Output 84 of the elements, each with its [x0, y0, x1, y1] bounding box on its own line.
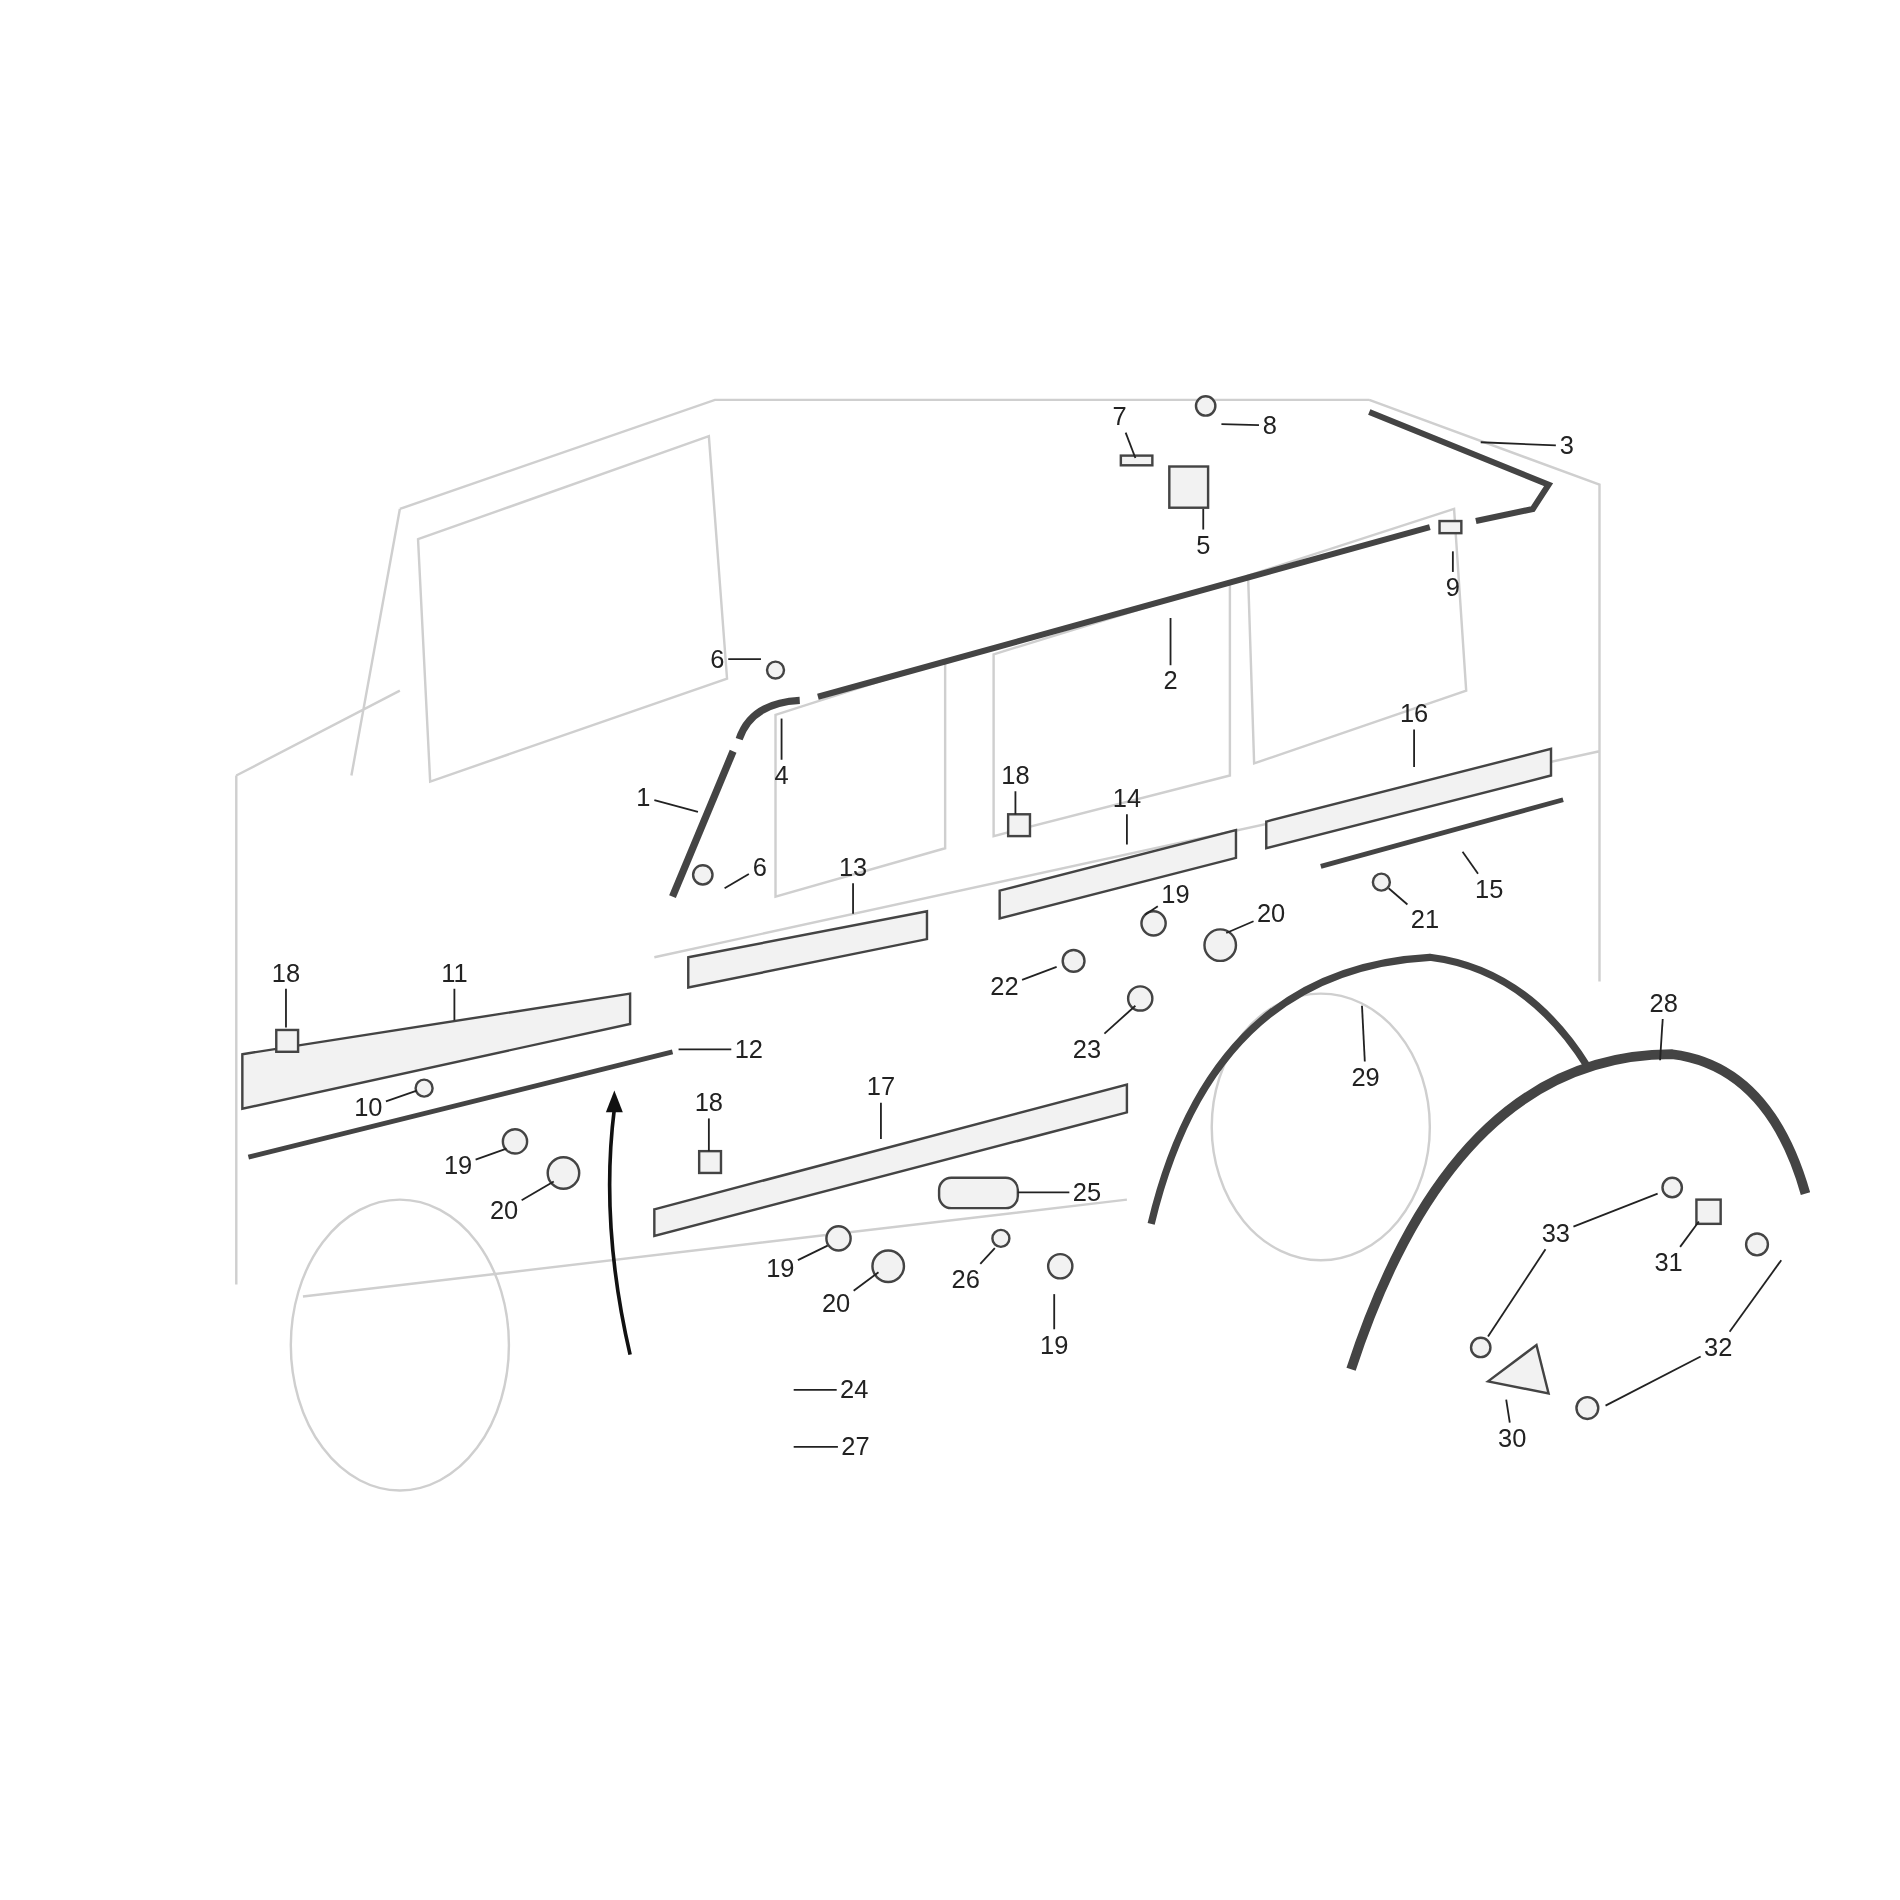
leader-line	[1202, 508, 1205, 531]
leader-line	[1225, 920, 1255, 934]
leader-line	[1679, 1220, 1700, 1248]
callout-number: 16	[1399, 700, 1429, 728]
callout-number: 23	[1072, 1036, 1102, 1063]
callout-number: 26	[951, 1266, 980, 1293]
callout-number: 5	[1196, 531, 1211, 559]
leader-line	[1505, 1398, 1511, 1424]
callout-number: 27	[841, 1433, 870, 1461]
leader-line	[1169, 617, 1172, 667]
callout-number: 31	[1654, 1249, 1683, 1276]
callout-number: 25	[1072, 1179, 1102, 1206]
leader-line	[852, 1271, 880, 1292]
callout-number: 20	[1256, 900, 1286, 927]
callout-number: 19	[1161, 880, 1190, 908]
callout-number: 20	[489, 1197, 519, 1224]
leader-line	[1659, 1018, 1664, 1062]
leader-line	[1144, 905, 1159, 916]
callout-number: 24	[840, 1376, 869, 1404]
callout-number: 29	[1351, 1063, 1380, 1091]
callout-number: 4	[774, 762, 789, 789]
leader-line	[1387, 887, 1409, 906]
leader-line	[677, 1048, 733, 1051]
leader-line	[653, 799, 699, 813]
callout-number: 1	[636, 784, 651, 811]
leader-line	[453, 987, 456, 1022]
leader-line	[1361, 1004, 1366, 1063]
leader-line	[285, 987, 287, 1029]
leader-line	[1728, 1259, 1783, 1333]
callout-number: 21	[1410, 906, 1440, 934]
leader-line	[1021, 966, 1058, 981]
callout-number: 6	[710, 645, 725, 673]
callout-number: 7	[1112, 403, 1127, 431]
leader-line	[474, 1147, 508, 1161]
callout-number: 19	[766, 1255, 795, 1282]
leader-line	[1220, 423, 1260, 426]
leader-line	[792, 1388, 838, 1391]
leader-line	[1103, 1004, 1137, 1035]
callout-number: 10	[354, 1094, 383, 1121]
callout-number: 11	[441, 959, 468, 987]
leader-line	[797, 1244, 829, 1262]
leader-line	[520, 1180, 555, 1202]
leader-line	[792, 1445, 839, 1448]
leader-line	[723, 873, 750, 890]
leader-line	[1126, 813, 1128, 846]
callout-number: 18	[271, 959, 301, 987]
callout-number: 18	[1001, 762, 1030, 789]
callout-number: 17	[866, 1073, 896, 1101]
leader-line	[707, 1117, 710, 1153]
leader-line	[1413, 728, 1415, 768]
callout-number: 2	[1163, 667, 1178, 695]
callout-number: 14	[1112, 785, 1142, 812]
leader-line	[385, 1089, 418, 1103]
callout-number: 12	[734, 1036, 763, 1063]
leader-line	[1479, 441, 1557, 447]
callout-number: 33	[1541, 1220, 1570, 1247]
callout-number: 28	[1649, 990, 1678, 1017]
callout-number: 19	[443, 1152, 473, 1179]
callout-number: 18	[694, 1089, 723, 1116]
leader-line	[1572, 1192, 1659, 1228]
callout-number: 20	[821, 1290, 851, 1318]
leader-line	[1053, 1293, 1056, 1331]
callout-number: 19	[1040, 1331, 1069, 1359]
callout-number: 13	[838, 854, 868, 881]
leader-line	[852, 882, 854, 915]
leader-line	[727, 658, 762, 661]
callout-number: 3	[1559, 432, 1574, 460]
leader-line	[1461, 850, 1479, 875]
leader-line	[880, 1101, 882, 1140]
callout-number: 15	[1475, 876, 1504, 903]
leader-line	[1124, 431, 1137, 459]
callout-number: 30	[1498, 1425, 1527, 1452]
leader-line	[1604, 1355, 1702, 1407]
leader-line	[1451, 550, 1454, 573]
callout-number: 6	[752, 854, 767, 881]
leader-line	[1016, 1191, 1071, 1194]
leader-line	[979, 1247, 996, 1265]
leader-line	[780, 717, 783, 761]
callout-number: 8	[1262, 412, 1277, 439]
callout-number: 22	[990, 973, 1019, 1000]
callout-number: 32	[1704, 1334, 1733, 1361]
leader-line	[1487, 1248, 1547, 1338]
leader-line	[1014, 790, 1017, 816]
callout-number: 9	[1445, 574, 1460, 601]
